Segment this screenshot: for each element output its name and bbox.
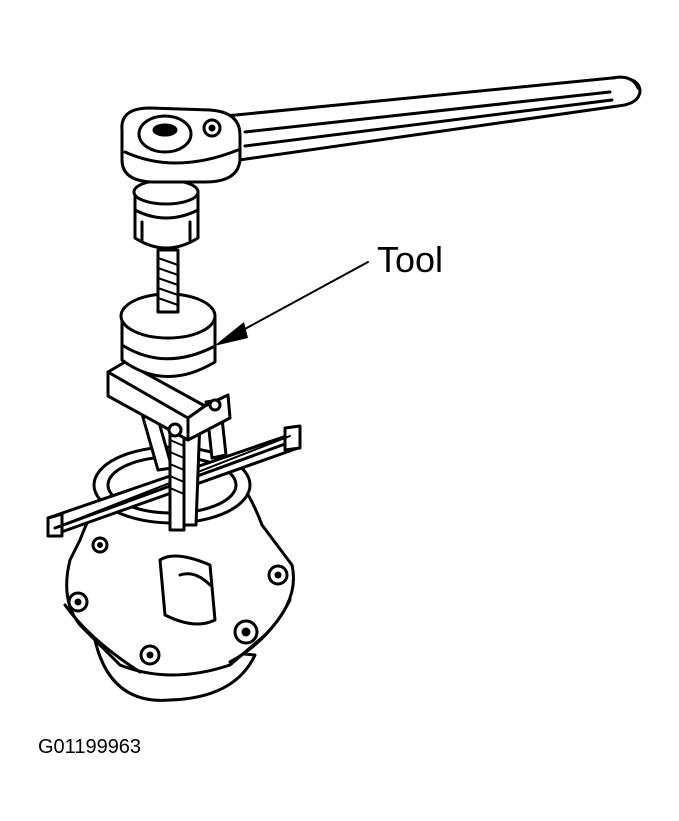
threaded-rod — [168, 428, 186, 532]
tool-callout-label: Tool — [377, 239, 443, 280]
figure-id-label: G01199963 — [38, 736, 141, 758]
tool-callout-arrow — [214, 261, 369, 346]
puller-tool-icon — [106, 292, 232, 532]
screw-and-socket — [132, 178, 200, 314]
bolt-hole-icon — [67, 536, 289, 666]
ratchet-wrench-icon — [120, 75, 642, 184]
